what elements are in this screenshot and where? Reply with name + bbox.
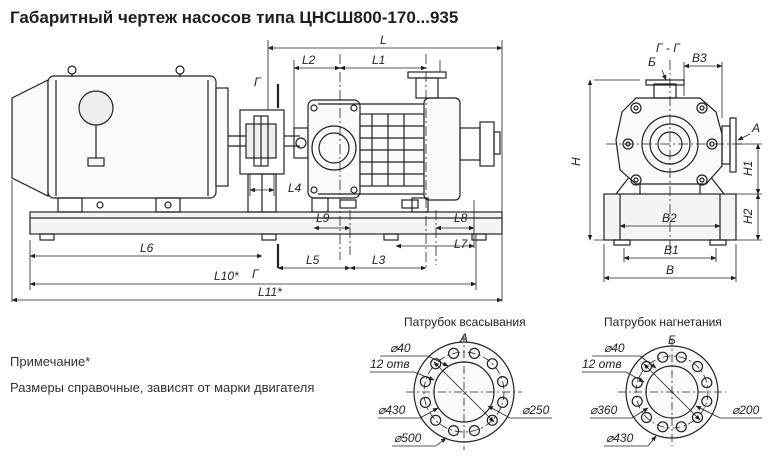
motor-body <box>47 75 217 199</box>
dim-H1: H1 <box>741 161 755 176</box>
dim-L: L <box>380 33 387 47</box>
bolt-hole <box>419 396 431 408</box>
lifting-eye <box>67 65 77 75</box>
dim-L2: L2 <box>302 53 316 67</box>
casing-outline <box>615 97 723 185</box>
bearing-housing <box>459 127 481 161</box>
base-frame <box>29 211 503 235</box>
flange-suction-hole-dia: ⌀40 <box>390 341 411 355</box>
dim-L7: L7 <box>454 237 469 251</box>
bolt-hole <box>701 377 713 389</box>
section-label: Г - Г <box>656 41 681 55</box>
note-text: Размеры справочные, зависят от марки дви… <box>10 380 315 395</box>
bolt-hole <box>497 396 509 408</box>
dim-L3: L3 <box>372 253 386 267</box>
lifting-eye <box>175 65 185 75</box>
dim-L9: L9 <box>316 211 330 225</box>
dim-L8: L8 <box>454 211 468 225</box>
dim-B1: B1 <box>664 243 679 257</box>
flange-discharge-letter: Б <box>668 333 676 347</box>
flange-suction-labels: Патрубок всасывания A ⌀40 12 отв ⌀430 ⌀2… <box>370 315 550 445</box>
flange-discharge-outer: ⌀430 <box>606 431 634 445</box>
bolt-hole <box>657 351 669 363</box>
section-view <box>603 60 744 256</box>
dim-L6: L6 <box>140 241 154 255</box>
suction-casing <box>307 99 361 199</box>
mark-G-bottom: Г <box>252 267 260 281</box>
dim-B: B <box>666 263 674 277</box>
bolt-hole <box>468 347 480 359</box>
foot <box>383 233 399 241</box>
foot <box>39 233 55 241</box>
mark-A-view: A <box>751 121 760 135</box>
discharge-casing <box>423 97 461 201</box>
bolt-hole <box>657 421 669 433</box>
flange-discharge-bore: ⌀200 <box>732 403 760 417</box>
flange-suction-caption: Патрубок всасывания <box>404 315 526 329</box>
bolt-hole <box>448 347 460 359</box>
foot <box>261 233 277 241</box>
bolt-hole <box>701 395 713 407</box>
flange-suction-letter: A <box>459 331 468 345</box>
flange-discharge-labels: Патрубок нагнетания Б ⌀40 12 отв ⌀360 ⌀2… <box>582 315 760 445</box>
foot <box>471 233 487 241</box>
dim-L4: L4 <box>288 181 302 195</box>
flange-suction-outer: ⌀500 <box>394 431 422 445</box>
mark-B-view: Б <box>648 55 656 69</box>
flange-discharge-holes: 12 отв <box>582 357 622 371</box>
bolt-hole <box>675 421 687 433</box>
dim-L5: L5 <box>306 253 320 267</box>
dimensions <box>11 40 503 303</box>
dim-H: H <box>569 157 583 166</box>
dim-B3: B3 <box>692 51 707 65</box>
flange-suction-holes: 12 отв <box>370 357 410 371</box>
bolt-hole <box>631 377 643 389</box>
flange-suction-bore: ⌀250 <box>522 403 550 417</box>
flange-discharge-bolt-circle: ⌀360 <box>590 403 618 417</box>
terminal-box <box>78 90 114 126</box>
mark-G-top: Г <box>254 75 262 89</box>
dim-L1: L1 <box>372 53 385 67</box>
dim-H2: H2 <box>741 208 755 224</box>
dim-L11: L11* <box>258 285 282 299</box>
dim-B2: B2 <box>662 211 677 225</box>
flange-discharge-hole-dia: ⌀40 <box>604 341 625 355</box>
bolt-hole <box>497 376 509 388</box>
dim-L10: L10* <box>214 269 239 283</box>
motor-end-cover <box>11 79 49 197</box>
bolt-hole <box>631 395 643 407</box>
bolt-hole <box>468 425 480 437</box>
discharge-nozzle <box>415 77 439 99</box>
dimension-labels: L L2 L1 Г L4 L9 L8 L7 L6 L5 L3 L10* Г L1… <box>140 33 760 299</box>
drawing-title: Габаритный чертеж насосов типа ЦНСШ800-1… <box>10 8 459 27</box>
bolt-hole <box>448 425 460 437</box>
note-title: Примечание* <box>10 354 91 369</box>
flange-discharge-caption: Патрубок нагнетания <box>604 315 722 329</box>
side-view <box>11 54 503 270</box>
bolt-hole <box>675 351 687 363</box>
flange-suction-bolt-circle: ⌀430 <box>378 403 406 417</box>
